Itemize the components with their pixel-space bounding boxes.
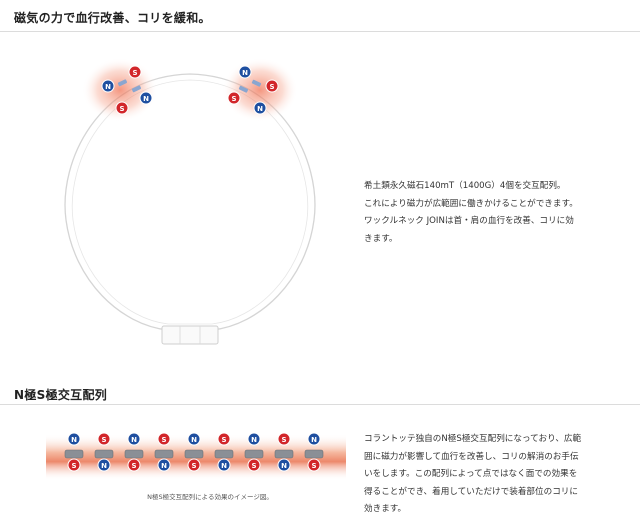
magnet-s-icon: S — [307, 458, 321, 472]
magnet-n-icon: N — [139, 91, 153, 105]
magnet-s-icon: S — [127, 458, 141, 472]
svg-text:N: N — [131, 436, 137, 444]
magnet-s-icon: S — [277, 432, 291, 446]
magnet-s-icon: S — [115, 101, 129, 115]
description-line: 囲に磁力が影響して血行を改善し、コリの解消のお手伝 — [364, 451, 579, 462]
svg-text:N: N — [101, 462, 107, 470]
description-line: いをします。この配列によって点ではなく面での効果を — [364, 469, 578, 479]
magnet-n-icon: N — [277, 458, 291, 472]
magnet-s-icon: S — [265, 79, 279, 93]
svg-text:S: S — [251, 462, 256, 470]
description-line: きます。 — [364, 233, 398, 244]
magnet-n-icon: N — [238, 65, 252, 79]
magnet-s-icon: S — [227, 91, 241, 105]
svg-text:N: N — [105, 83, 111, 91]
svg-text:S: S — [231, 95, 236, 103]
magnet-body — [64, 449, 84, 459]
clasp — [161, 325, 219, 345]
description-line: 希土類永久磁石140mT（1400G）4個を交互配列。 — [364, 181, 566, 191]
magnet-n-icon: N — [253, 101, 267, 115]
magnet-s-icon: S — [217, 432, 231, 446]
magnet-body — [244, 449, 264, 459]
section-title-ns-alternating: N極S極交互配列 — [14, 388, 108, 402]
figure-caption: N極S極交互配列による効果のイメージ図。 — [147, 493, 273, 501]
magnet-n-icon: N — [101, 79, 115, 93]
magnet-n-icon: N — [187, 432, 201, 446]
divider — [0, 31, 640, 32]
svg-text:S: S — [161, 436, 166, 444]
svg-text:N: N — [143, 95, 149, 103]
magnet-body — [274, 449, 294, 459]
svg-text:N: N — [71, 436, 77, 444]
svg-text:S: S — [281, 436, 286, 444]
necklace-illustration: N S S N N S S N — [64, 58, 316, 345]
magnet-n-icon: N — [67, 432, 81, 446]
svg-text:S: S — [101, 436, 106, 444]
svg-text:N: N — [161, 462, 167, 470]
svg-text:N: N — [221, 462, 227, 470]
section-title-magnetic-power: 磁気の力で血行改善、コリを緩和。 — [14, 11, 211, 25]
magnet-s-icon: S — [247, 458, 261, 472]
magnet-s-icon: S — [128, 65, 142, 79]
alternating-description: コラントッテ独自のN極S極交互配列になっており、広範 囲に磁力が影響して血行を改… — [364, 431, 596, 519]
description-line: ワックルネック JOINは首・肩の血行を改善、コリに効 — [364, 216, 574, 226]
svg-text:S: S — [71, 462, 76, 470]
description-line: コラントッテ独自のN極S極交互配列になっており、広範 — [364, 434, 582, 444]
divider — [0, 404, 640, 405]
magnet-body — [304, 449, 324, 459]
magnet-n-icon: N — [97, 458, 111, 472]
magnet-n-icon: N — [217, 458, 231, 472]
alternating-magnet-strip: N S S N N S S N N S S N N S S N N S — [46, 432, 346, 480]
svg-text:N: N — [257, 105, 263, 113]
magnet-n-icon: N — [247, 432, 261, 446]
svg-text:S: S — [119, 105, 124, 113]
magnet-n-icon: N — [307, 432, 321, 446]
svg-text:N: N — [251, 436, 257, 444]
description-line: 得ることができ、着用していただけで装着部位のコリに — [364, 486, 578, 497]
magnet-body — [214, 449, 234, 459]
magnet-n-icon: N — [157, 458, 171, 472]
magnet-s-icon: S — [97, 432, 111, 446]
svg-text:N: N — [191, 436, 197, 444]
magnet-s-icon: S — [157, 432, 171, 446]
magnet-body — [94, 449, 114, 459]
svg-text:N: N — [242, 69, 248, 77]
magnet-body — [184, 449, 204, 459]
svg-text:S: S — [191, 462, 196, 470]
svg-text:S: S — [132, 69, 137, 77]
svg-text:N: N — [281, 462, 287, 470]
svg-text:S: S — [311, 462, 316, 470]
magnet-s-icon: S — [67, 458, 81, 472]
magnet-body — [124, 449, 144, 459]
description-line: これにより磁力が広範囲に働きかけることができます。 — [364, 198, 578, 209]
magnet-s-icon: S — [187, 458, 201, 472]
svg-text:S: S — [221, 436, 226, 444]
magnet-description: 希土類永久磁石140mT（1400G）4個を交互配列。 これにより磁力が広範囲に… — [364, 178, 604, 248]
magnet-body — [154, 449, 174, 459]
description-line: 効きます。 — [364, 504, 407, 514]
svg-text:S: S — [131, 462, 136, 470]
magnet-n-icon: N — [127, 432, 141, 446]
svg-text:N: N — [311, 436, 317, 444]
svg-text:S: S — [269, 83, 274, 91]
